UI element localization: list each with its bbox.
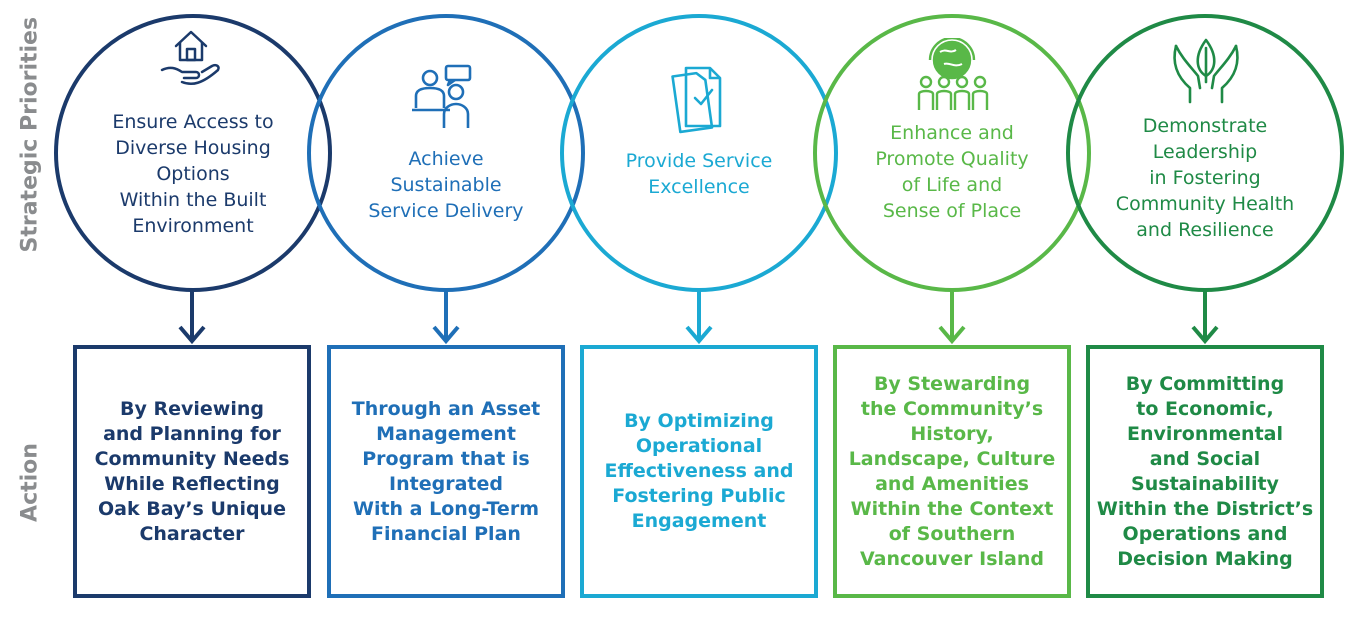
priority-text-quality-of-life: Enhance and Promote Quality of Life and … xyxy=(875,122,1029,222)
action-box-housing: By Reviewing and Planning for Community … xyxy=(73,345,311,598)
action-text-housing: By Reviewing and Planning for Community … xyxy=(94,397,290,545)
priority-text-leadership: Demonstrate Leadership in Fostering Comm… xyxy=(1115,115,1295,241)
arrow-head-leadership xyxy=(1191,325,1219,345)
arrow-head-housing xyxy=(178,325,206,345)
leaf-in-hands-icon xyxy=(1173,38,1239,104)
arrow-head-service-excellence xyxy=(685,325,713,345)
priority-text-service-excellence: Provide Service Excellence xyxy=(625,150,773,198)
arrow-head-service-delivery xyxy=(432,325,460,345)
priority-text-housing: Ensure Access to Diverse Housing Options… xyxy=(112,111,274,237)
people-meeting-icon xyxy=(412,64,472,128)
action-text-quality-of-life: By Stewarding the Community’s History, L… xyxy=(848,372,1056,570)
house-in-hand-icon xyxy=(160,30,220,86)
community-globe-icon xyxy=(917,38,989,110)
checked-documents-icon xyxy=(671,66,722,134)
action-box-service-delivery: Through an Asset Management Program that… xyxy=(327,345,565,598)
action-text-leadership: By Committing to Economic, Environmental… xyxy=(1096,372,1314,570)
action-box-quality-of-life: By Stewarding the Community’s History, L… xyxy=(833,345,1071,598)
action-text-service-excellence: By Optimizing Operational Effectiveness … xyxy=(604,410,794,532)
priority-text-service-delivery: Achieve Sustainable Service Delivery xyxy=(368,148,524,222)
priority-circle-leadership xyxy=(1066,14,1344,292)
action-text-service-delivery: Through an Asset Management Program that… xyxy=(351,397,541,545)
arrow-head-quality-of-life xyxy=(938,325,966,345)
action-box-leadership: By Committing to Economic, Environmental… xyxy=(1086,345,1324,598)
action-box-service-excellence: By Optimizing Operational Effectiveness … xyxy=(580,345,818,598)
